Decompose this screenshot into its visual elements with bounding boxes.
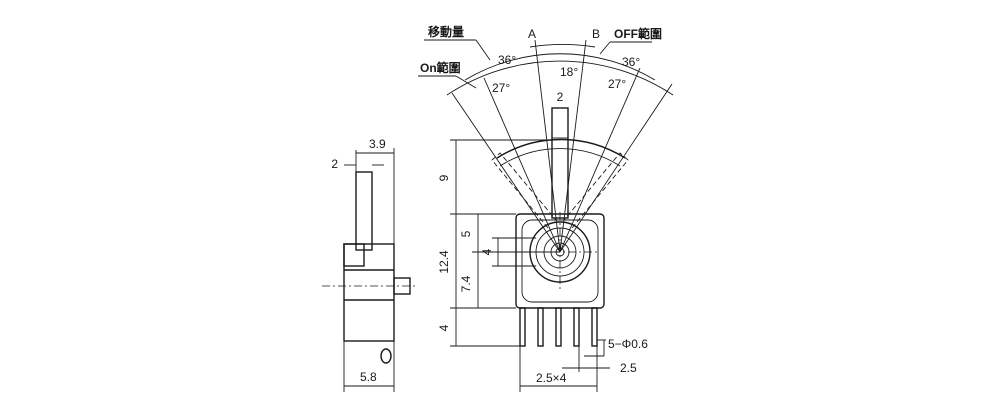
label-18: 18° [560, 65, 578, 79]
dim-5-8: 5.8 [360, 370, 377, 384]
arc-ab [529, 44, 596, 48]
dim-12-4: 12.4 [437, 250, 451, 274]
label-on-range: On範圍 [420, 60, 461, 75]
label-27-right: 27° [608, 77, 626, 91]
dim-4-inner: 4 [480, 248, 494, 255]
dim-5: 5 [459, 230, 473, 237]
lever-deflected-left [491, 152, 557, 229]
label-a: A [528, 27, 536, 41]
pin-1 [519, 307, 526, 347]
dim-2-5: 2.5 [620, 361, 637, 375]
lever-deflected-right [563, 152, 629, 229]
dim-4: 4 [437, 324, 451, 331]
dim-lever-2: 2 [557, 90, 564, 104]
label-27-left: 27° [492, 81, 510, 95]
pin-3 [555, 307, 562, 347]
label-off-range: OFF範圍 [614, 26, 662, 41]
side-view: 3.9 2 5.8 [322, 137, 418, 392]
label-36-left: 36° [498, 53, 516, 67]
pin-4 [573, 307, 580, 347]
side-pin [380, 348, 392, 364]
dim-side-2: 2 [331, 157, 338, 171]
dim-9: 9 [437, 174, 451, 181]
pin-5 [591, 307, 598, 347]
side-body [343, 243, 395, 342]
dim-2-5x4: 2.5×4 [536, 371, 567, 385]
dim-3-9: 3.9 [369, 137, 386, 151]
arc-middle [464, 53, 656, 81]
arc-outer [446, 60, 674, 96]
label-travel: 移動量 [428, 24, 464, 39]
dim-pins: 5−Φ0.6 [608, 337, 648, 351]
label-b: B [592, 27, 600, 41]
side-lever [355, 171, 373, 251]
side-tab [343, 243, 365, 267]
label-36-right: 36° [622, 55, 640, 69]
pin-2 [537, 307, 544, 347]
dim-7-4: 7.4 [459, 275, 473, 292]
front-view: 9 12.4 4 5 7.4 4 2.5×4 2.5 5−Φ0.6 2 [418, 24, 674, 392]
sweep-arc [496, 138, 626, 159]
